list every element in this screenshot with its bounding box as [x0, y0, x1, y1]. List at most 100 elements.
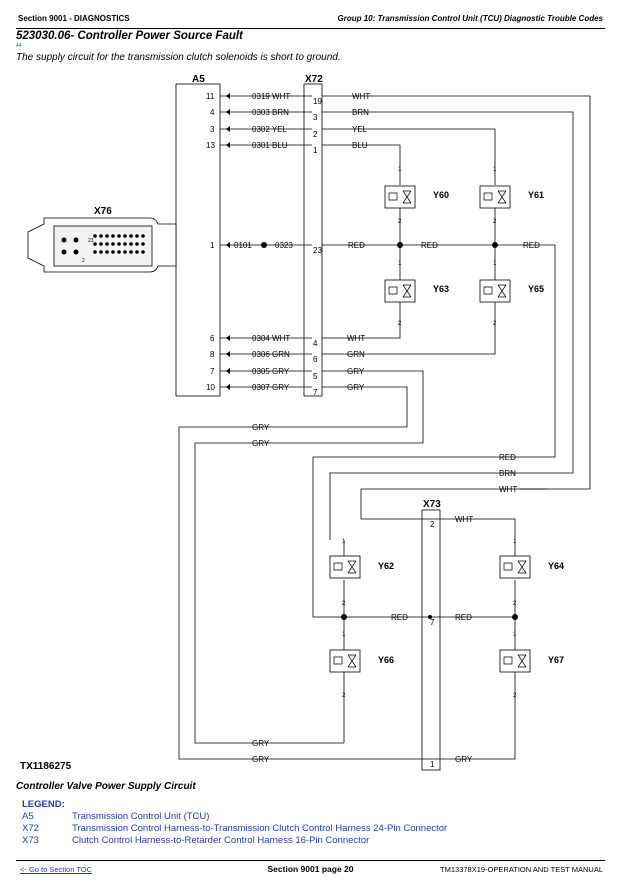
svg-text:0303 BRN: 0303 BRN — [252, 108, 289, 117]
y60-label: Y60 — [433, 190, 449, 200]
svg-text:13: 13 — [206, 141, 215, 150]
page-header: Section 9001 - DIAGNOSTICS Group 10: Tra… — [16, 10, 605, 29]
legend-item: X73 Clutch Control Harness-to-Retarder C… — [22, 835, 370, 846]
svg-text:6: 6 — [210, 334, 215, 343]
fault-description: The supply circuit for the transmission … — [16, 52, 341, 63]
svg-text:RED: RED — [348, 241, 365, 250]
svg-text:0101: 0101 — [234, 241, 252, 250]
svg-text:BLU: BLU — [352, 141, 368, 150]
page-number: Section 9001 page 20 — [267, 864, 354, 874]
svg-text:0301 BLU: 0301 BLU — [252, 141, 288, 150]
y66-solenoid — [329, 649, 361, 673]
svg-text:YEL: YEL — [352, 125, 368, 134]
figure-id: TX1186275 — [20, 761, 72, 772]
page-footer: <- Go to Section TOC Section 9001 page 2… — [16, 860, 605, 875]
svg-text:0307 GRY: 0307 GRY — [252, 383, 290, 392]
svg-text:GRY: GRY — [252, 739, 270, 748]
section-toc-link[interactable]: <- Go to Section TOC — [20, 865, 93, 874]
y63-solenoid — [384, 279, 416, 303]
svg-text:GRY: GRY — [252, 755, 270, 764]
svg-text:0323: 0323 — [275, 241, 293, 250]
y62-solenoid — [329, 555, 361, 579]
svg-text:2: 2 — [82, 258, 85, 264]
svg-text:1: 1 — [430, 760, 435, 769]
svg-text:1: 1 — [398, 261, 402, 267]
y63-label: Y63 — [433, 284, 449, 294]
svg-text:23: 23 — [88, 238, 94, 244]
svg-text:0319 WHT: 0319 WHT — [252, 92, 290, 101]
svg-text:1: 1 — [398, 167, 402, 173]
fault-title: 523030.06- Controller Power Source Fault — [16, 30, 243, 42]
svg-text:WHT: WHT — [347, 334, 365, 343]
svg-text:1: 1 — [313, 146, 318, 155]
svg-text:5: 5 — [313, 372, 318, 381]
svg-text:7: 7 — [210, 367, 215, 376]
svg-text:2: 2 — [493, 219, 497, 225]
x73-label: X73 — [423, 499, 441, 510]
header-group: Group 10: Transmission Control Unit (TCU… — [337, 14, 604, 23]
svg-text:0306 GRN: 0306 GRN — [252, 350, 290, 359]
svg-text:BRN: BRN — [499, 469, 516, 478]
svg-text:2: 2 — [493, 321, 497, 327]
svg-text:2: 2 — [398, 321, 402, 327]
svg-text:2: 2 — [513, 693, 517, 699]
legend-item: A5 Transmission Control Unit (TCU) — [22, 811, 210, 822]
svg-text:RED: RED — [499, 453, 516, 462]
svg-text:0305 GRY: 0305 GRY — [252, 367, 290, 376]
y67-solenoid — [499, 649, 531, 673]
svg-text:0302 YEL: 0302 YEL — [252, 125, 288, 134]
y61-label: Y61 — [528, 190, 544, 200]
svg-text:2: 2 — [342, 693, 346, 699]
legend: LEGEND: A5 Transmission Control Unit (TC… — [22, 799, 447, 847]
svg-text:GRN: GRN — [347, 350, 365, 359]
svg-text:6: 6 — [313, 355, 318, 364]
y64-solenoid — [499, 555, 531, 579]
svg-text:19: 19 — [313, 97, 322, 106]
svg-text:2: 2 — [430, 520, 435, 529]
svg-text:2: 2 — [342, 601, 346, 607]
y60-solenoid — [384, 185, 416, 209]
svg-text:WHT: WHT — [455, 515, 473, 524]
x76-label: X76 — [94, 206, 112, 217]
svg-text:WHT: WHT — [499, 485, 517, 494]
svg-text:8: 8 — [210, 350, 215, 359]
svg-text:7: 7 — [313, 388, 318, 397]
svg-text:GRY: GRY — [252, 423, 270, 432]
svg-text:0304 WHT: 0304 WHT — [252, 334, 290, 343]
svg-text:RED: RED — [523, 241, 540, 250]
svg-text:GRY: GRY — [252, 439, 270, 448]
figure-caption: Controller Valve Power Supply Circuit — [16, 781, 196, 792]
y64-label: Y64 — [548, 561, 564, 571]
svg-text:WHT: WHT — [352, 92, 370, 101]
y66-label: Y66 — [378, 655, 394, 665]
svg-text:2: 2 — [513, 601, 517, 607]
svg-text:4: 4 — [313, 339, 318, 348]
svg-text:1: 1 — [342, 632, 346, 638]
svg-text:RED: RED — [421, 241, 438, 250]
svg-text:1: 1 — [493, 167, 497, 173]
svg-text:GRY: GRY — [455, 755, 473, 764]
svg-text:RED: RED — [391, 613, 408, 622]
svg-text:1: 1 — [513, 539, 517, 545]
svg-text:RED: RED — [455, 613, 472, 622]
reference-number: 44 — [16, 43, 22, 49]
manual-title: TM13378X19-OPERATION AND TEST MANUAL — [440, 865, 603, 874]
a5-label: A5 — [192, 74, 205, 85]
svg-text:1: 1 — [210, 241, 215, 250]
svg-text:GRY: GRY — [347, 367, 365, 376]
y65-label: Y65 — [528, 284, 544, 294]
header-section: Section 9001 - DIAGNOSTICS — [18, 14, 130, 23]
svg-text:3: 3 — [313, 113, 318, 122]
x72-connector-box — [303, 83, 323, 397]
y62-label: Y62 — [378, 561, 394, 571]
svg-text:3: 3 — [210, 125, 215, 134]
svg-text:1: 1 — [342, 539, 346, 545]
y67-label: Y67 — [548, 655, 564, 665]
y65-solenoid — [479, 279, 511, 303]
svg-text:2: 2 — [398, 219, 402, 225]
svg-text:2: 2 — [313, 130, 318, 139]
y61-solenoid — [479, 185, 511, 209]
svg-text:23: 23 — [313, 246, 322, 255]
svg-text:1: 1 — [493, 261, 497, 267]
